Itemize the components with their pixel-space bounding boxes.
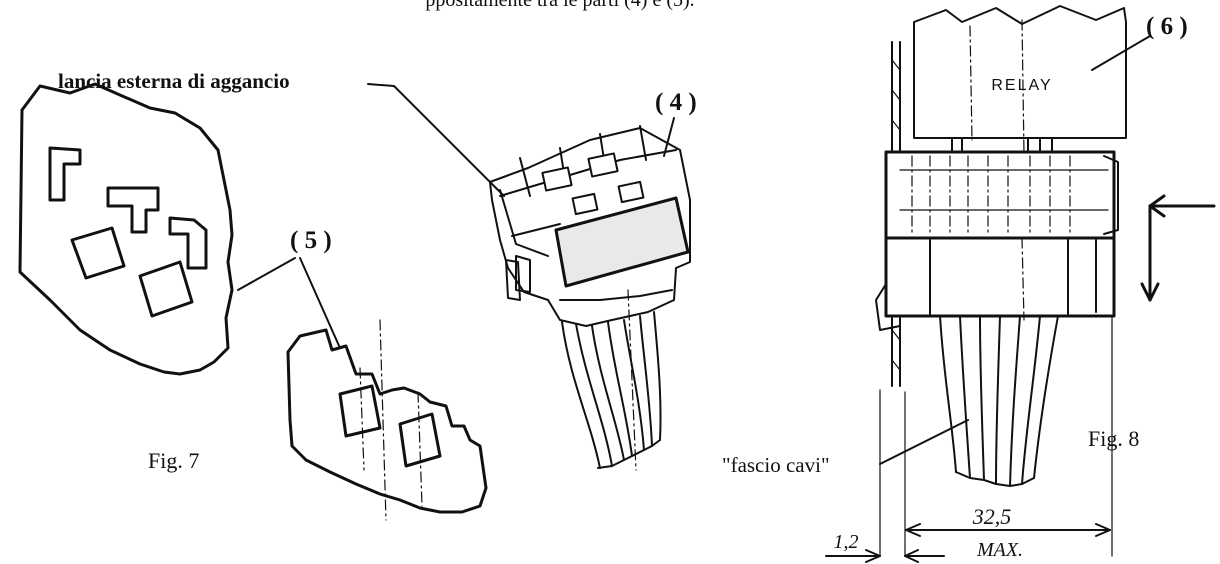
header-fragment: ppositamente tra le parti (4) e (5). — [425, 0, 694, 11]
wire-bundle-leader — [879, 419, 969, 465]
part4-leader — [663, 117, 675, 157]
external-tab-leader — [367, 83, 505, 197]
fig7-panel-right — [286, 319, 488, 521]
part6-leader — [1091, 35, 1151, 71]
fig7-panel-left — [18, 82, 234, 376]
fig8-caption: Fig. 8 — [1088, 426, 1139, 451]
part5-label: ( 5 ) — [290, 227, 332, 254]
wire-bundle-label: "fascio cavi" — [722, 453, 830, 477]
part5-leader-right — [299, 257, 341, 349]
external-tab-label: lancia esterna di aggancio — [58, 69, 290, 93]
dimension-width-note: MAX. — [976, 539, 1023, 561]
socket-lower — [884, 236, 1116, 318]
socket-upper — [884, 150, 1116, 240]
dimension-width: 32,5 — [972, 504, 1012, 529]
relay-label: RELAY — [991, 77, 1052, 94]
fig7-caption: Fig. 7 — [148, 448, 199, 473]
relay-body — [913, 5, 1127, 139]
part5-leader-left — [237, 257, 296, 291]
part4-label: ( 4 ) — [655, 89, 697, 116]
dimension-thickness: 1,2 — [834, 531, 859, 553]
part6-label: ( 6 ) — [1146, 13, 1188, 40]
connector-4 — [489, 125, 691, 471]
fig8-section — [825, 5, 1216, 563]
